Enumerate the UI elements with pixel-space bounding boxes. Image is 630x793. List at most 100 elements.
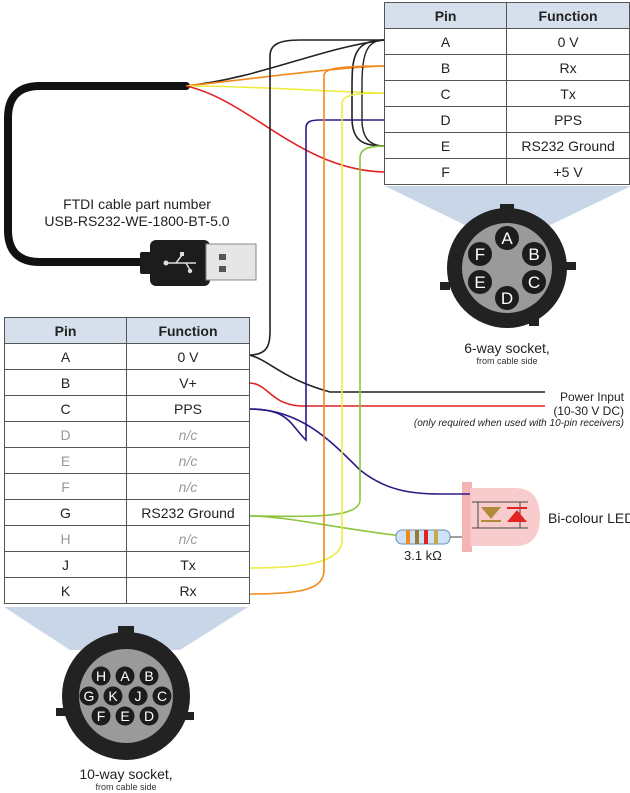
wire-ground [248, 145, 385, 518]
function-cell: PPS [126, 395, 250, 422]
pin-cell: C [383, 80, 508, 107]
power-input-title: Power Input [559, 390, 624, 404]
pin-cell: K [4, 577, 127, 604]
function-cell: Tx [126, 551, 250, 578]
socket-10way-pin [128, 686, 148, 706]
resistor [395, 529, 462, 545]
socket-10way-pin-label: A [120, 668, 130, 684]
socket-6way-pin-label: C [528, 273, 540, 292]
function-cell: 0 V [126, 343, 250, 370]
ftdi-label-line1: FTDI cable part number [63, 196, 211, 212]
socket-10way-pin-label: E [120, 708, 129, 724]
socket-10way-pin-label: C [157, 688, 167, 704]
socket-10way-pin [115, 706, 135, 726]
socket-6way-pin [495, 226, 519, 250]
function-cell: Rx [506, 54, 630, 81]
function-cell: V+ [126, 369, 250, 396]
socket-10way-pin-label: D [144, 708, 154, 724]
function-cell: n/c [126, 447, 250, 474]
function-cell: n/c [126, 525, 250, 552]
wire-ground-led [248, 515, 421, 539]
function-cell: 0 V [506, 28, 630, 55]
pin-cell: E [4, 447, 127, 474]
pin-cell: A [4, 343, 127, 370]
pin-cell: J [4, 551, 127, 578]
socket-10way-pin [103, 686, 123, 706]
led-label: Bi-colour LED [548, 510, 630, 526]
socket-6way-pin-label: B [528, 245, 539, 264]
wire-10way-a [248, 39, 384, 356]
pin-cell: E [383, 132, 508, 159]
wire-power-0v [248, 354, 545, 393]
socket-6way-subtitle: from cable side [476, 356, 538, 366]
function-cell: n/c [126, 473, 250, 500]
function-cell: RS232 Ground [506, 132, 630, 159]
socket-6way-pin-label: A [501, 229, 513, 248]
socket-6way-pin [495, 286, 519, 310]
pin-cell: F [383, 158, 508, 185]
power-input-label: Power Input (10-30 V DC) (only required … [414, 390, 624, 429]
ftdi-wire-red [185, 85, 385, 173]
socket-10way-pin-label: H [96, 668, 106, 684]
table-row: F+5 V [383, 158, 630, 185]
pin-cell: D [383, 106, 508, 133]
socket-10way-pin [79, 686, 99, 706]
wire-tx [248, 92, 385, 569]
socket-6way-pin [522, 242, 546, 266]
socket-6way-pin-label: D [501, 289, 513, 308]
function-cell: n/c [126, 421, 250, 448]
pin-cell: A [383, 28, 508, 55]
socket-10way-pin-label: B [144, 668, 153, 684]
bi-colour-led [440, 482, 540, 552]
resistor-label: 3.1 kΩ [404, 548, 442, 563]
function-cell: Tx [506, 80, 630, 107]
wire-pps-led [248, 408, 441, 495]
socket-6way-pin-label: F [475, 245, 485, 264]
socket-10way-pin-label: J [135, 688, 142, 704]
wire-rx [248, 65, 385, 595]
socket-6way-pin-label: E [474, 273, 485, 292]
socket-10way-pin-label: K [108, 688, 118, 704]
socket-6way-pin [468, 270, 492, 294]
wire-power-vplus [248, 382, 545, 407]
ftdi-cable [4, 82, 190, 266]
function-cell: PPS [506, 106, 630, 133]
power-input-range: (10-30 V DC) [553, 404, 624, 418]
socket-10way-pin [115, 666, 135, 686]
pin-cell: G [4, 499, 127, 526]
usb-plug [140, 240, 257, 286]
ftdi-wire-black [185, 39, 385, 87]
ftdi-cable-label: FTDI cable part number USB-RS232-WE-1800… [22, 196, 252, 230]
socket-10way-pin [152, 686, 172, 706]
pin-cell: B [4, 369, 127, 396]
socket-10way-pin [139, 666, 159, 686]
socket-10way-pin [91, 706, 111, 726]
function-header: Function [506, 2, 630, 29]
function-cell: RS232 Ground [126, 499, 250, 526]
socket-6way-pin [468, 242, 492, 266]
pin-cell: H [4, 525, 127, 552]
pin-cell: F [4, 473, 127, 500]
socket-10way-pin-label: F [97, 708, 106, 724]
function-cell: +5 V [506, 158, 630, 185]
socket-10way-label: 10-way socket, from cable side [44, 766, 208, 792]
pin-cell: D [4, 421, 127, 448]
